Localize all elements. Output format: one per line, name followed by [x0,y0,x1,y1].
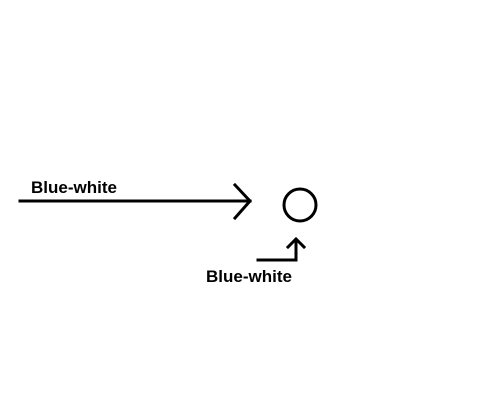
bent-arrow-shaft [256,238,298,262]
bent-arrow-head [285,236,307,250]
arrow-right-icon [18,182,253,221]
label-blue-white-bottom: Blue-white [206,267,292,286]
arrow-bent-up-icon [256,236,307,262]
circle-icon [282,187,318,223]
arrow-head [232,182,253,221]
label-blue-white-top: Blue-white [31,178,117,197]
